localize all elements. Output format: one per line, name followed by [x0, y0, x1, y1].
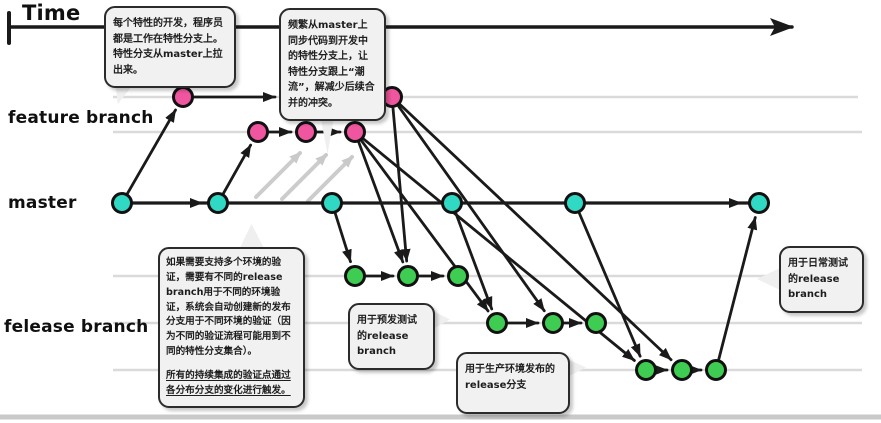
commit-node-m5: [564, 192, 586, 214]
callout-release-environments-p2: 所有的持续集成的验证点通过各分布分支的变化进行触发。: [166, 370, 291, 396]
commit-node-f2b: [295, 121, 317, 143]
commit-node-m2: [207, 192, 229, 214]
commit-node-m3: [321, 192, 343, 214]
commit-node-f2a: [247, 121, 269, 143]
time-axis-label: Time: [22, 1, 81, 25]
commit-node-r1b: [397, 265, 419, 287]
edge-arrow-r3c-m6: [717, 216, 758, 361]
edge-arrow-m3-r1a: [333, 212, 352, 264]
callout-daily-test: 用于日常测试的release branch: [779, 246, 864, 313]
commit-node-r2c: [585, 312, 607, 334]
edge-arrow-f2c-r2a: [360, 139, 490, 313]
edge-arrow-f1c-r3b: [398, 103, 673, 362]
commit-node-r3c: [705, 359, 727, 381]
edge-arrow-f2c-r1b: [357, 140, 405, 264]
callout-pre-release: 用于预发测试的release branch: [348, 303, 435, 370]
commit-node-r1a: [344, 265, 366, 287]
edge-arrow-f1c-r2b: [396, 104, 546, 313]
callout-feature-dev: 每个特性的开发，程序员都是工作在特性分支上。特性分支从master上拉出来。: [104, 6, 236, 88]
callout-production-text: 用于生产环境发布的release分支: [465, 364, 555, 391]
edge-arrow-f1c-r1b: [391, 106, 411, 263]
sync-ghost-arrow: [254, 151, 302, 199]
branch-label-feature: feature branch: [8, 108, 154, 128]
callout-feature-dev-text: 每个特性的开发，程序员都是工作在特性分支上。特性分支从master上拉出来。: [113, 18, 223, 76]
commit-node-r1c: [447, 265, 469, 287]
commit-node-r2a: [486, 312, 508, 334]
callout-daily-test-text: 用于日常测试的release branch: [788, 258, 848, 300]
callout-pre-release-text: 用于预发测试的release branch: [357, 315, 417, 357]
edge-arrow-m2-f2a: [221, 143, 253, 195]
commit-node-f2c: [344, 121, 366, 143]
callout-sync-master-text: 频繁从master上同步代码到开发中的特性分支上，让特性分支跟上“潮流”，解减少…: [288, 20, 375, 109]
branch-label-release: felease branch: [4, 317, 149, 337]
commit-node-m6: [748, 192, 770, 214]
commit-node-m4: [441, 192, 463, 214]
commit-node-r2b: [542, 312, 564, 334]
branch-label-master: master: [8, 193, 77, 213]
edge-arrow-m4-r2a: [454, 211, 494, 311]
commit-node-r3b: [671, 359, 693, 381]
callout-release-environments: 如果需要支持多个环境的验证，需要有不同的release branch用于不同的环…: [158, 247, 305, 408]
callout-release-environments-p1: 如果需要支持多个环境的验证，需要有不同的release branch用于不同的环…: [166, 257, 291, 358]
callout-production: 用于生产环境发布的release分支: [456, 352, 570, 414]
edge-arrow-m5-r3a: [577, 211, 642, 358]
sync-ghost-arrow: [306, 155, 354, 203]
sync-ghost-arrow: [280, 153, 328, 201]
commit-node-f1a: [172, 86, 194, 108]
callout-sync-master: 频繁从master上同步代码到开发中的特性分支上，让特性分支跟上“潮流”，解减少…: [279, 8, 386, 121]
commit-node-m1: [111, 192, 133, 214]
commit-node-r3a: [635, 359, 657, 381]
edge-arrow-m1-f1a: [126, 108, 177, 195]
